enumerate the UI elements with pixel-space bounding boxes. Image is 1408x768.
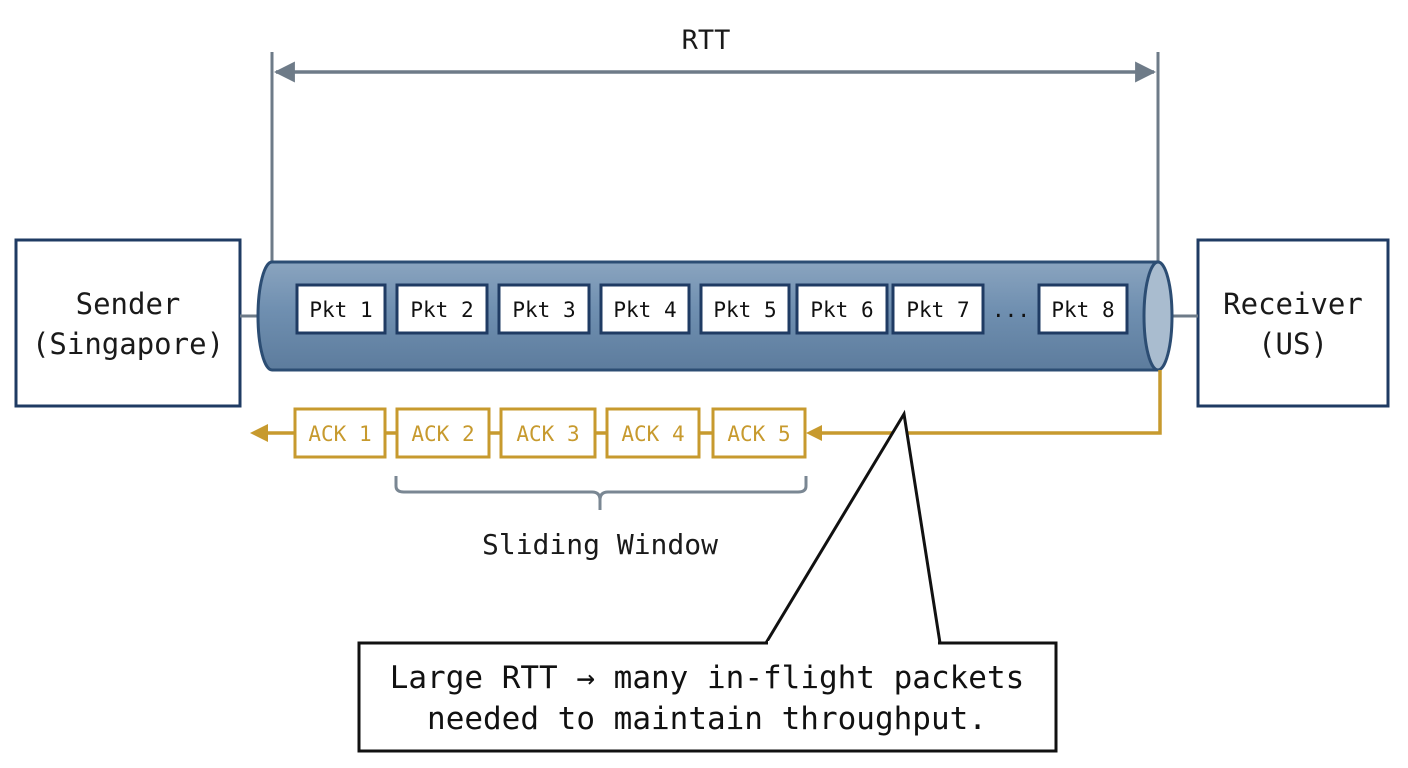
ack-row: ACK 1 ACK 2 ACK 3 ACK 4 ACK 5 <box>293 407 807 459</box>
packet-label: Pkt 3 <box>512 298 575 322</box>
sliding-window-bracket <box>394 476 808 510</box>
callout-line-1: Large RTT → many in-flight packets <box>390 660 1025 696</box>
sender-name: Sender <box>76 287 181 321</box>
packet: Pkt 5 <box>699 283 791 335</box>
ack-return-path <box>250 370 1162 442</box>
packet-row: Pkt 1 Pkt 2 Pkt 3 Pkt 4 Pkt 5 Pkt 6 Pkt … <box>295 283 1129 335</box>
rtt-label: RTT <box>682 25 731 56</box>
receiver-location: (US) <box>1258 327 1328 361</box>
ack-exit-arrowhead <box>250 424 268 442</box>
packet: Pkt 2 <box>395 283 489 335</box>
packet-ellipsis: ... <box>992 298 1030 322</box>
callout: Large RTT → many in-flight packets neede… <box>357 409 1058 753</box>
ack-return-line <box>822 370 1162 435</box>
packet-label: Pkt 5 <box>713 298 776 322</box>
packet-label: Pkt 4 <box>613 298 676 322</box>
packet: Pkt 6 <box>795 283 889 335</box>
ack: ACK 2 <box>395 407 491 459</box>
sender-location: (Singapore) <box>32 327 224 361</box>
packet-label: Pkt 1 <box>309 298 372 322</box>
ack-label: ACK 5 <box>727 422 790 446</box>
packet-label: Pkt 7 <box>906 298 969 322</box>
receiver-name: Receiver <box>1223 287 1363 321</box>
sender-node: Sender (Singapore) <box>14 238 242 408</box>
packet-label: Pkt 6 <box>810 298 873 322</box>
ack-label: ACK 2 <box>411 422 474 446</box>
ack: ACK 5 <box>711 407 807 459</box>
rtt-dimension: RTT <box>270 25 1160 262</box>
ack: ACK 4 <box>605 407 701 459</box>
packet-label: Pkt 2 <box>410 298 473 322</box>
ack-label: ACK 3 <box>516 422 579 446</box>
packet: Pkt 4 <box>599 283 691 335</box>
ack: ACK 3 <box>499 407 597 459</box>
ack: ACK 1 <box>293 407 387 459</box>
packet: Pkt 8 <box>1037 283 1129 335</box>
callout-box <box>357 641 1058 753</box>
ack-label: ACK 1 <box>308 422 371 446</box>
sliding-window: Sliding Window <box>394 476 808 561</box>
packet-label: Pkt 8 <box>1051 298 1114 322</box>
pipe-end-cap <box>1142 260 1174 372</box>
sliding-window-label: Sliding Window <box>482 528 718 561</box>
ack-label: ACK 4 <box>621 422 684 446</box>
ack-return-arrowhead <box>806 425 822 441</box>
packet: Pkt 1 <box>295 283 387 335</box>
packet: Pkt 7 <box>891 283 985 335</box>
packet: Pkt 3 <box>497 283 591 335</box>
callout-line-2: needed to maintain throughput. <box>427 701 987 737</box>
receiver-node: Receiver (US) <box>1196 238 1390 408</box>
